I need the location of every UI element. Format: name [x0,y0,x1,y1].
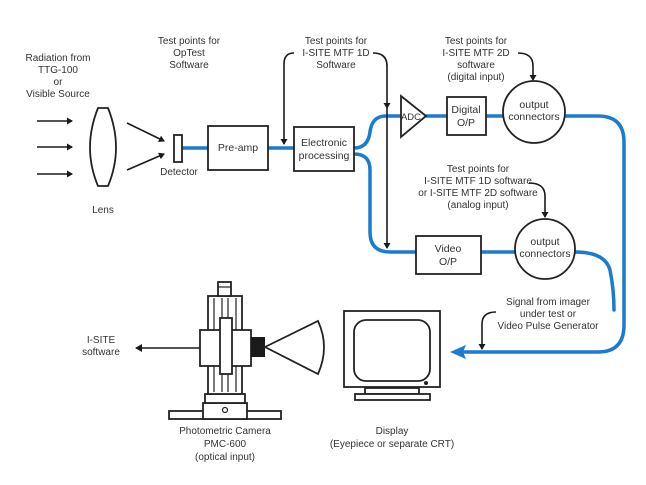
svg-text:Software: Software [316,60,356,71]
svg-text:or I-SITE MTF 2D software: or I-SITE MTF 2D software [418,188,538,199]
signal-arrow-icon [450,345,466,359]
lens-label: Lens [92,205,114,216]
output-connectors-analog: output connectors [514,218,576,280]
test-point-arrow-icon [528,182,549,218]
svg-text:ADC: ADC [401,112,421,123]
display-label: Display (Eyepiece or separate CRT) [330,426,454,450]
svg-text:O/P: O/P [457,117,475,129]
svg-text:under test or: under test or [520,309,577,320]
svg-text:Test points for: Test points for [445,36,508,47]
annotation-optest: Test points for OpTest Software [158,36,221,71]
svg-text:TTG-100: TTG-100 [38,65,78,76]
svg-text:software: software [457,60,495,71]
annotation-signal-source: Signal from imager under test or Video P… [498,297,600,332]
svg-text:Signal from imager: Signal from imager [506,297,591,308]
radiation-arrows [37,117,73,178]
isite-software-label: I-SITE software [82,335,120,358]
svg-text:processing: processing [299,150,350,162]
svg-text:Digital: Digital [451,104,480,116]
test-point-arrow-icon [517,52,537,81]
svg-text:connectors: connectors [519,248,570,260]
svg-text:Test points for: Test points for [305,36,368,47]
svg-text:(digital input): (digital input) [447,72,504,83]
svg-text:I-SITE MTF 1D software: I-SITE MTF 1D software [424,176,532,187]
display-monitor-icon [343,310,441,401]
svg-text:Test points for: Test points for [158,36,221,47]
signal-path [180,114,626,359]
ray-icon [126,122,165,142]
annotation-mtf2d-digital: Test points for I-SITE MTF 2D software (… [442,36,509,83]
svg-text:(Eyepiece or separate CRT): (Eyepiece or separate CRT) [330,439,454,450]
svg-text:Test points for: Test points for [447,164,510,175]
svg-text:(optical input): (optical input) [195,452,255,463]
svg-text:Software: Software [169,60,209,71]
detector-label: Detector [160,167,198,178]
lens-icon [89,107,117,187]
video-op-block: Video O/P [415,235,482,275]
svg-text:output: output [530,236,559,248]
svg-text:Photometric Camera: Photometric Camera [179,426,271,437]
svg-text:Video: Video [435,243,462,255]
electronic-processing-block: Electronic processing [293,126,355,172]
test-point-arrow-icon [372,52,391,109]
test-point-arrow-icon [280,52,295,145]
output-connectors-digital: output connectors [502,80,566,144]
svg-text:Electronic: Electronic [301,137,347,149]
svg-text:O/P: O/P [439,256,457,268]
svg-text:(analog input): (analog input) [447,200,508,211]
svg-text:or: or [54,77,64,88]
svg-text:software: software [82,347,120,358]
source-label: Radiation from TTG-100 or Visible Source [25,53,90,100]
annotation-analog: Test points for I-SITE MTF 1D software o… [418,164,538,211]
svg-text:PMC-600: PMC-600 [204,439,247,450]
photometric-camera-icon [168,281,325,420]
ray-icon [126,152,165,171]
svg-text:I-SITE: I-SITE [87,335,116,346]
test-point-arrow-icon [478,311,497,350]
svg-text:Display: Display [376,426,409,437]
svg-text:I-SITE MTF 1D: I-SITE MTF 1D [302,48,369,59]
svg-text:Visible Source: Visible Source [26,89,90,100]
adc-block: ADC [400,94,428,139]
svg-text:Video Pulse Generator: Video Pulse Generator [498,321,600,332]
svg-text:connectors: connectors [508,111,559,123]
digital-op-block: Digital O/P [446,96,487,136]
svg-text:Radiation from: Radiation from [25,53,90,64]
preamp-block: Pre-amp [207,125,269,171]
annotation-mtf1d: Test points for I-SITE MTF 1D Software [302,36,369,71]
detector-icon [173,134,183,163]
camera-label: Photometric Camera PMC-600 (optical inpu… [179,426,271,463]
svg-text:Pre-amp: Pre-amp [218,142,258,154]
svg-text:OpTest: OpTest [173,48,205,59]
svg-text:I-SITE MTF 2D: I-SITE MTF 2D [442,48,509,59]
svg-text:output: output [519,99,548,111]
